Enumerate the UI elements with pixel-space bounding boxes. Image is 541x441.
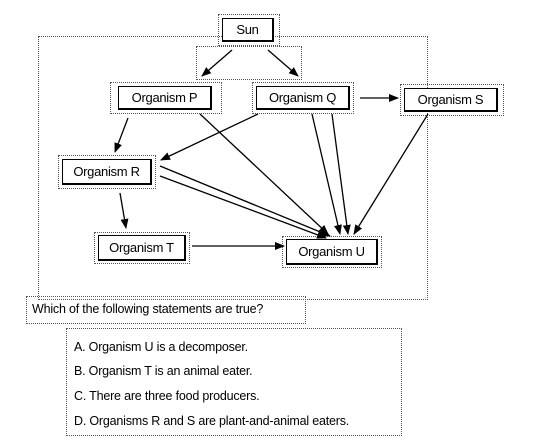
arrow-sun-to-q bbox=[267, 49, 299, 77]
arrow-sun-to-p bbox=[201, 49, 233, 77]
node-organism-s: Organism S bbox=[404, 88, 498, 112]
organism-q-frame bbox=[252, 82, 354, 114]
sun-frame bbox=[218, 14, 280, 46]
organism-r-frame bbox=[58, 155, 156, 189]
arrow-p-to-r bbox=[114, 117, 129, 153]
node-organism-u: Organism U bbox=[286, 239, 378, 265]
node-organism-p: Organism P bbox=[118, 86, 212, 110]
organism-p-frame bbox=[110, 82, 222, 114]
node-organism-q: Organism Q bbox=[256, 86, 350, 110]
arrow-s-to-u bbox=[353, 113, 429, 235]
node-organism-q-label: Organism Q bbox=[268, 90, 337, 105]
question-prompt: Which of the following statements are tr… bbox=[32, 302, 264, 316]
sun-arrows-frame bbox=[196, 46, 302, 80]
node-organism-t-label: Organism T bbox=[109, 240, 174, 255]
node-organism-r-label: Organism R bbox=[73, 164, 140, 179]
organism-u-frame bbox=[282, 236, 382, 268]
node-organism-t: Organism T bbox=[98, 235, 186, 261]
arrow-q-to-u-1 bbox=[311, 113, 342, 235]
node-organism-r: Organism R bbox=[62, 159, 152, 185]
options-frame bbox=[66, 328, 402, 436]
organism-s-frame bbox=[400, 84, 504, 116]
option-a: A. Organism U is a decomposer. bbox=[74, 340, 248, 354]
arrow-q-to-r bbox=[160, 113, 259, 161]
option-d: D. Organisms R and S are plant-and-anima… bbox=[74, 414, 350, 428]
node-organism-p-label: Organism P bbox=[131, 90, 198, 105]
option-c: C. There are three food producers. bbox=[74, 389, 260, 403]
node-organism-s-label: Organism S bbox=[417, 92, 484, 107]
node-organism-u-label: Organism U bbox=[298, 244, 365, 259]
option-b: B. Organism T is an animal eater. bbox=[74, 364, 253, 378]
node-sun-label: Sun bbox=[236, 22, 259, 37]
question-frame bbox=[26, 296, 306, 324]
organism-t-frame bbox=[94, 232, 190, 264]
node-sun: Sun bbox=[222, 18, 274, 42]
arrow-p-to-u bbox=[199, 113, 329, 235]
arrow-q-to-u-2 bbox=[331, 113, 351, 235]
arrow-r-to-t bbox=[119, 192, 129, 229]
arrow-r-to-u-2 bbox=[159, 175, 327, 239]
arrow-r-to-u-1 bbox=[159, 165, 331, 237]
